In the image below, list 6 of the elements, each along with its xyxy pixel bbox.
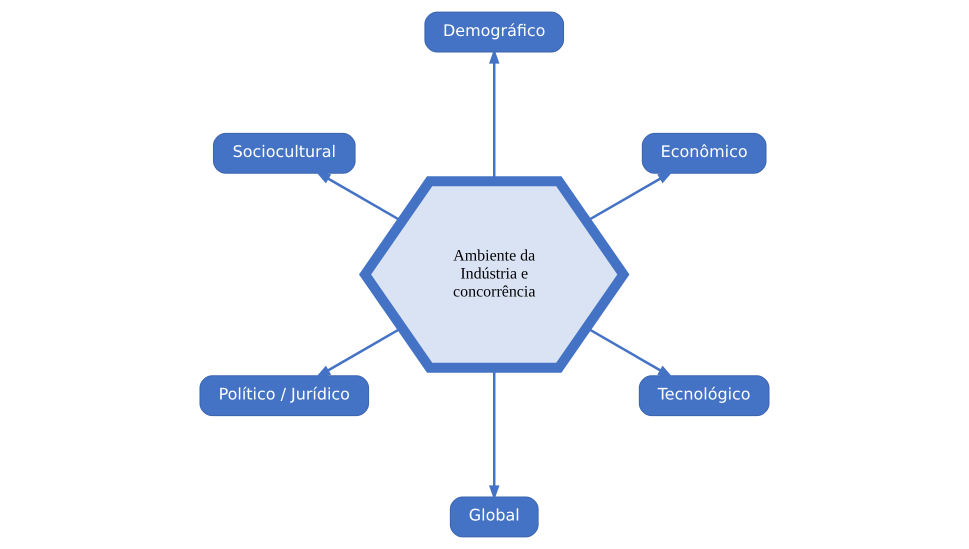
node-box: Tecnológico — [638, 375, 770, 416]
node-box: Sociocultural — [212, 132, 356, 174]
node-box: Político / Jurídico — [200, 375, 370, 416]
node-box: Econômico — [642, 132, 767, 174]
node-box: Demográfico — [424, 12, 564, 53]
node-box: Global — [450, 496, 539, 538]
